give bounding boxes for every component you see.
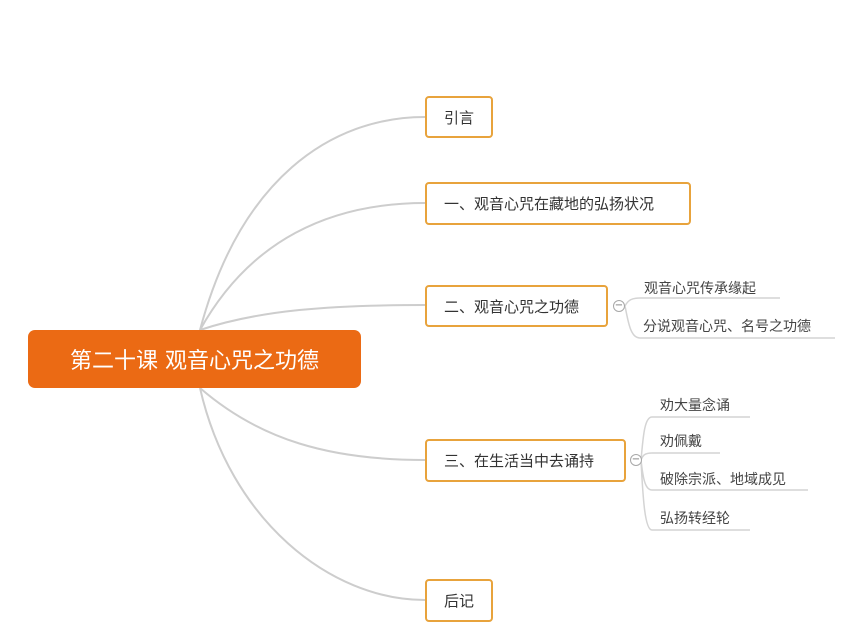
connector-epilogue — [199, 387, 426, 601]
subtopic-2-1[interactable]: 观音心咒传承缘起 — [644, 281, 756, 297]
branch-2[interactable]: 二、观音心咒之功德 — [425, 285, 608, 327]
connector-branch-2 — [199, 304, 426, 331]
connector-sub-3 — [640, 416, 808, 531]
branch-1-label: 一、观音心咒在藏地的弘扬状况 — [444, 195, 655, 213]
collapse-toggle-branch-3[interactable]: − — [630, 454, 642, 466]
branch-3[interactable]: 三、在生活当中去诵持 — [425, 439, 626, 482]
branch-intro[interactable]: 引言 — [425, 96, 493, 138]
connector-branch-1 — [199, 202, 426, 331]
branch-epilogue[interactable]: 后记 — [425, 579, 493, 622]
root-topic-label: 第二十课 观音心咒之功德 — [70, 349, 319, 374]
branch-3-label: 三、在生活当中去诵持 — [444, 452, 595, 470]
root-topic[interactable]: 第二十课 观音心咒之功德 — [28, 330, 361, 388]
subtopic-3-4[interactable]: 弘扬转经轮 — [660, 511, 730, 527]
subtopic-3-2[interactable]: 劝佩戴 — [660, 434, 702, 450]
collapse-toggle-branch-2[interactable]: − — [613, 300, 625, 312]
connector-sub-2 — [624, 297, 835, 339]
connector-intro — [199, 116, 426, 331]
branch-intro-label: 引言 — [444, 108, 475, 127]
branch-1[interactable]: 一、观音心咒在藏地的弘扬状况 — [425, 182, 691, 225]
subtopic-3-1[interactable]: 劝大量念诵 — [660, 398, 730, 414]
subtopic-3-3[interactable]: 破除宗派、地域成见 — [660, 472, 786, 488]
branch-epilogue-label: 后记 — [444, 592, 475, 610]
branch-2-label: 二、观音心咒之功德 — [444, 297, 580, 316]
subtopic-2-2[interactable]: 分说观音心咒、名号之功德 — [643, 319, 811, 335]
connector-branch-3 — [199, 387, 426, 461]
